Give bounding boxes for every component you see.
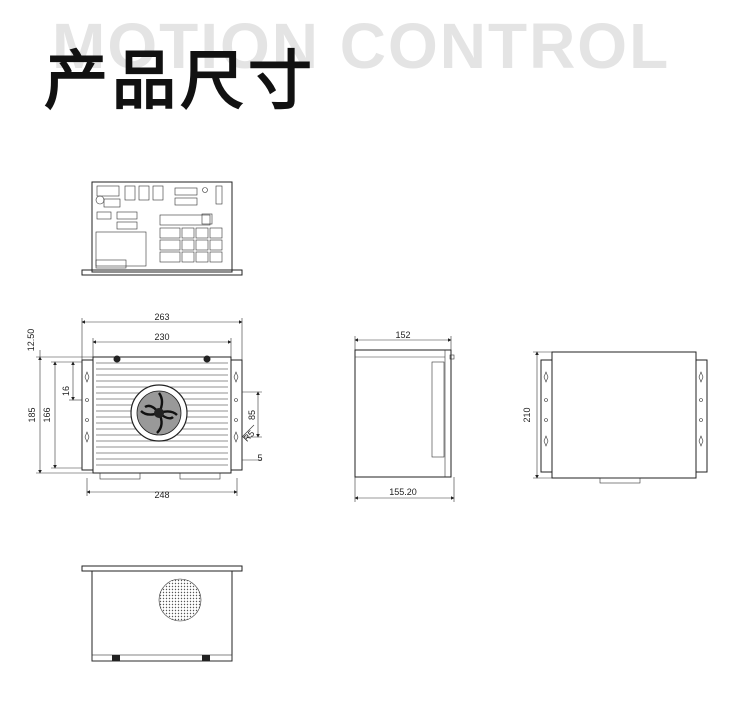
fan-icon [130, 384, 188, 442]
bottom-view [81, 565, 243, 662]
dim-slot-spacing: 85 [247, 410, 257, 420]
dim-edge: 5 [257, 453, 262, 463]
dim-depth-bottom: 155.20 [389, 487, 417, 497]
watermark-text: MOTION CONTROL [52, 10, 671, 82]
front-panel-view [81, 181, 243, 276]
dim-radius: R5 [241, 428, 256, 443]
rear-view: 210 [522, 351, 708, 484]
side-view: 152 155.20 [354, 330, 455, 502]
dim-height-inner: 166 [42, 407, 52, 422]
dim-width-inner: 230 [154, 332, 169, 342]
dim-depth-top: 152 [395, 330, 410, 340]
page-title: 产品尺寸 [44, 45, 316, 119]
top-view: 263 230 248 185 166 12.50 16 85 R5 5 [26, 312, 263, 500]
dim-width-base: 248 [154, 490, 169, 500]
dim-height-overall: 185 [27, 407, 37, 422]
dim-rear-height: 210 [522, 407, 532, 422]
dim-offset-top: 12.50 [26, 329, 36, 352]
dim-width-overall: 263 [154, 312, 169, 322]
dim-slot-offset: 16 [61, 386, 71, 396]
